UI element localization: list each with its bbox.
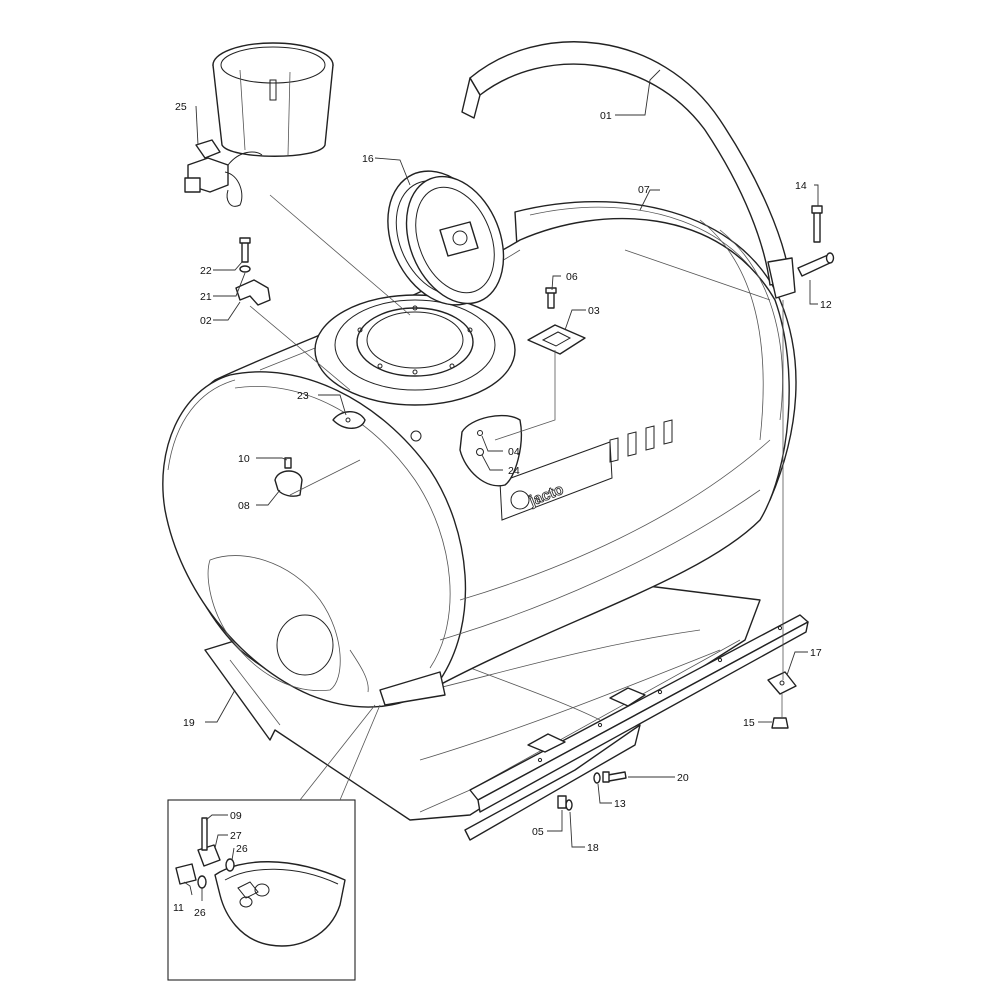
callout-19: 19 xyxy=(183,717,195,729)
callout-11: 11 xyxy=(173,902,184,914)
bracket-02 xyxy=(235,279,271,306)
nut-05 xyxy=(557,795,567,809)
callout-03: 03 xyxy=(588,305,600,317)
fill-collar xyxy=(314,294,516,406)
tank-plug xyxy=(410,430,422,442)
callout-26-lower: 26 xyxy=(194,907,206,919)
bolt-22 xyxy=(239,237,251,263)
callout-14: 14 xyxy=(795,180,807,192)
washer-13 xyxy=(593,772,601,784)
side-rail-bar xyxy=(464,614,809,841)
screw-10 xyxy=(284,457,292,469)
pin-12 xyxy=(797,252,835,277)
callout-18: 18 xyxy=(587,842,599,854)
washer-21 xyxy=(239,265,251,273)
strainer-valve xyxy=(184,139,263,207)
callout-15: 15 xyxy=(743,717,755,729)
bolt-20 xyxy=(602,771,627,783)
bracket-03 xyxy=(527,324,586,355)
callout-24: 24 xyxy=(508,465,520,477)
callout-06: 06 xyxy=(566,271,578,283)
callout-16: 16 xyxy=(362,153,374,165)
leader-lines xyxy=(183,69,819,901)
cradle-clamp-tabs xyxy=(527,687,646,753)
clip-08 xyxy=(274,470,303,497)
callout-10: 10 xyxy=(238,453,250,465)
callout-20: 20 xyxy=(677,772,689,784)
callout-26-upper: 26 xyxy=(236,843,248,855)
callout-25: 25 xyxy=(175,101,187,113)
callout-labels: 01 25 16 07 14 12 22 21 02 06 03 23 10 0… xyxy=(173,101,832,919)
nut-15 xyxy=(771,717,789,729)
callout-12: 12 xyxy=(820,299,832,311)
screw-06 xyxy=(545,287,557,309)
callout-08: 08 xyxy=(238,500,250,512)
callout-01: 01 xyxy=(600,110,612,122)
bolt-14 xyxy=(811,205,823,243)
callout-04: 04 xyxy=(508,446,520,458)
callout-07: 07 xyxy=(638,184,650,196)
callout-05: 05 xyxy=(532,826,544,838)
callout-17: 17 xyxy=(810,647,822,659)
detail-inset xyxy=(167,799,356,981)
callout-21: 21 xyxy=(200,291,212,303)
callout-09: 09 xyxy=(230,810,242,822)
rubber-pad-23 xyxy=(332,411,366,429)
callout-02: 02 xyxy=(200,315,212,327)
plate-17 xyxy=(767,671,797,695)
basket-strainer xyxy=(212,42,334,157)
washer-18 xyxy=(565,799,573,811)
callout-13: 13 xyxy=(614,798,626,810)
callout-23: 23 xyxy=(297,390,309,402)
callout-27: 27 xyxy=(230,830,242,842)
callout-22: 22 xyxy=(200,265,212,277)
tank-lid xyxy=(387,170,505,306)
tank-strap xyxy=(461,41,796,299)
